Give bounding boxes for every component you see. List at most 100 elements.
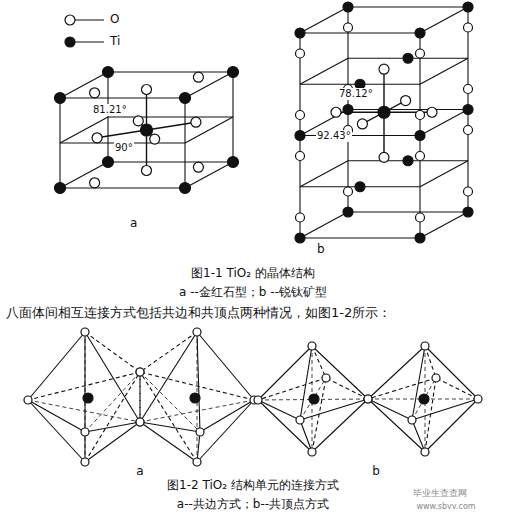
o-atom	[331, 107, 341, 117]
o-atom	[196, 428, 204, 436]
o-atom	[90, 178, 100, 188]
ti-atom	[295, 131, 305, 141]
label-text: 81.21°	[92, 104, 128, 116]
edge-line	[140, 372, 200, 432]
edge-line	[197, 332, 200, 432]
o-atom	[357, 119, 367, 129]
ti-atom	[419, 394, 429, 404]
edge-line	[232, 72, 233, 162]
edge-line	[425, 399, 478, 452]
label-text: 92.43°	[316, 130, 352, 142]
ti-atom	[463, 105, 473, 115]
o-atom	[65, 15, 75, 25]
ti-atom	[403, 156, 413, 166]
ti-atom	[180, 183, 191, 194]
label-text: b	[372, 464, 380, 478]
o-atom	[296, 111, 305, 120]
caption-text: a--共边方式；b--共顶点方式	[177, 497, 329, 511]
edge-line	[300, 212, 348, 238]
o-atom	[408, 416, 416, 424]
o-atom	[432, 374, 440, 382]
edge-line	[420, 7, 468, 33]
ti-atom	[83, 393, 93, 403]
edge-line	[139, 372, 140, 422]
edge-line	[412, 346, 425, 420]
edge-line	[85, 422, 140, 432]
o-atom	[193, 72, 203, 82]
edge-line	[300, 237, 420, 238]
label-text: a	[136, 464, 143, 478]
edge-line	[348, 109, 468, 110]
edge-line	[425, 378, 436, 452]
ti-atom	[180, 93, 191, 104]
o-atom	[421, 448, 429, 456]
ti-atom	[55, 183, 66, 194]
o-atom	[136, 418, 144, 426]
bond-lines	[28, 7, 478, 462]
edge-line	[384, 112, 432, 113]
edge-line	[140, 422, 197, 462]
ti-atom	[415, 131, 425, 141]
ti-atom	[343, 105, 353, 115]
o-atom	[379, 152, 389, 162]
o-atom	[416, 213, 425, 222]
edge-line	[300, 420, 312, 452]
o-atom	[308, 448, 316, 456]
ti-atom	[463, 2, 473, 12]
edge-line	[185, 72, 233, 98]
atoms	[24, 2, 482, 466]
o-atom	[142, 85, 152, 95]
o-atom	[364, 395, 372, 403]
edge-line	[300, 7, 348, 33]
o-atom	[379, 64, 389, 74]
o-atom	[191, 117, 201, 127]
edge-line	[97, 130, 146, 138]
edge-line	[108, 71, 233, 72]
o-atom	[24, 396, 32, 404]
o-atom	[81, 458, 89, 466]
edge-line	[420, 212, 468, 238]
ti-atom	[378, 106, 390, 118]
ti-atom	[65, 37, 75, 47]
o-atom	[136, 418, 144, 426]
edge-line	[412, 420, 425, 452]
o-atom	[421, 342, 429, 350]
caption-text: 图1-1 TiO₂ 的晶体结构	[191, 266, 315, 280]
edge-line	[368, 346, 425, 399]
edge-line	[200, 400, 254, 432]
o-atom	[364, 395, 372, 403]
ti-atom	[463, 207, 473, 217]
o-atom	[193, 162, 203, 172]
ti-atom	[415, 233, 425, 243]
edge-line	[28, 332, 85, 400]
edge-line	[368, 399, 425, 452]
o-atom	[254, 396, 262, 404]
edge-line	[300, 161, 348, 187]
o-atom	[296, 416, 304, 424]
edge-line	[348, 6, 468, 7]
o-atom	[296, 213, 305, 222]
o-atom	[464, 126, 473, 135]
edge-line	[140, 332, 197, 372]
ti-atom	[103, 157, 114, 168]
caption-text: 图1-2 TiO₂ 结构单元的连接方式	[167, 478, 339, 492]
edge-line	[412, 378, 436, 420]
edge-line	[140, 372, 197, 462]
label-text: b	[317, 242, 325, 256]
caption-text: a --金红石型；b --锐钛矿型	[179, 285, 327, 299]
ti-atom	[295, 28, 305, 38]
legend-text: O	[110, 12, 119, 26]
o-atom	[344, 23, 353, 32]
label-text: 78.12°	[338, 88, 374, 100]
edge-line	[60, 187, 185, 188]
edge-line	[300, 378, 326, 420]
edge-line	[312, 346, 326, 378]
ti-atom	[228, 67, 239, 78]
o-atom	[136, 368, 144, 376]
ti-atom	[343, 2, 353, 12]
o-atom	[193, 328, 201, 336]
edge-line	[185, 117, 233, 143]
o-atom	[344, 187, 353, 196]
o-atom	[474, 395, 482, 403]
ti-atom	[309, 394, 319, 404]
